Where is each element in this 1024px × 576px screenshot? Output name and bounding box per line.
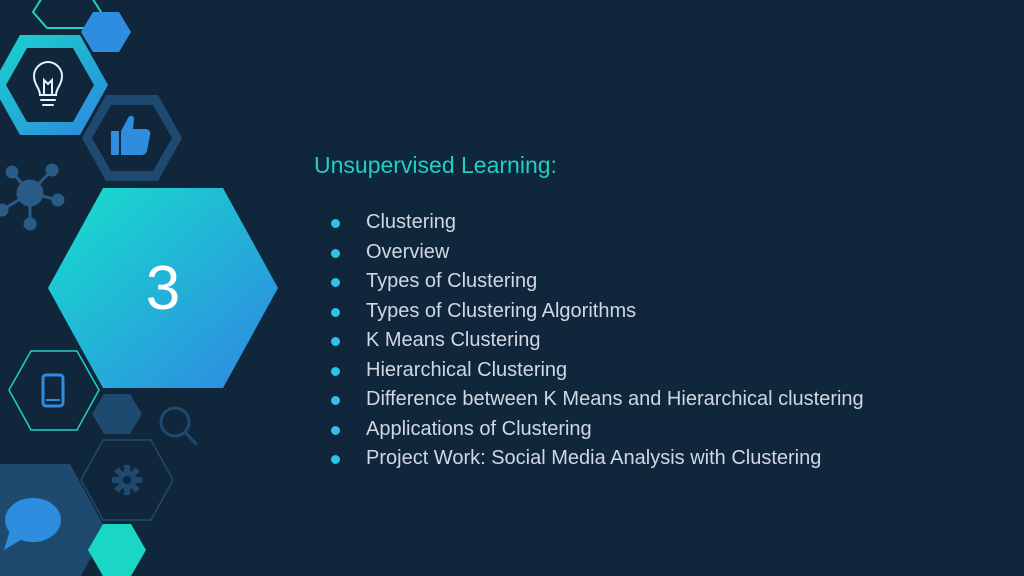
- topic-label: Hierarchical Clustering: [366, 358, 568, 381]
- gear-icon: [112, 465, 142, 495]
- network-icon: [0, 163, 65, 231]
- bullet-icon: [331, 425, 340, 435]
- bullet-icon: [331, 396, 340, 405]
- hexagon-shape: [48, 188, 278, 388]
- topic-label: Overview: [366, 240, 450, 263]
- topic-label: Types of Clustering: [366, 270, 538, 292]
- hexagon-decoration: [0, 0, 198, 576]
- bullet-icon: [331, 366, 340, 376]
- topic-item: Difference between K Means and Hierarchi…: [314, 385, 1004, 415]
- lightbulb-icon: [32, 60, 64, 106]
- section-number: 3: [145, 254, 181, 323]
- hex-teal-bottom: [88, 524, 146, 576]
- topic-label: Project Work: Social Media Analysis with…: [366, 447, 822, 469]
- hex-phone: [8, 350, 100, 431]
- bullet-icon: [331, 337, 340, 346]
- section-title: Unsupervised Learning:: [314, 152, 557, 178]
- topic-label: Types of Clustering Algorithms: [366, 299, 637, 322]
- bullet-icon: [331, 219, 340, 228]
- topic-label: Clustering: [366, 211, 457, 233]
- topic-label: Applications of Clustering: [366, 417, 592, 440]
- bullet-icon: [331, 307, 340, 317]
- topic-item: Types of Clustering Algorithms: [314, 297, 1004, 327]
- hex-solid-dark: [92, 394, 142, 434]
- hex-gear: [80, 439, 174, 521]
- topic-label: Difference between K Means and Hierarchi…: [366, 388, 864, 410]
- topic-label: K Means Clustering: [366, 329, 541, 351]
- bullet-icon: [331, 248, 340, 258]
- topic-list: Clustering Overview Types of Clustering …: [314, 208, 1004, 474]
- section-number-hexagon: 3: [48, 188, 278, 388]
- bullet-icon: [331, 455, 340, 464]
- topic-item: K Means Clustering: [314, 326, 1004, 356]
- topic-item: Hierarchical Clustering: [314, 356, 1004, 386]
- magnifier-icon: [159, 406, 198, 446]
- topic-item: Clustering: [314, 208, 1004, 238]
- hex-lightbulb-inner: [6, 48, 94, 122]
- thumbs-up-icon: [111, 115, 151, 155]
- topic-item: Project Work: Social Media Analysis with…: [314, 444, 1004, 474]
- chat-bubble-icon: [4, 498, 61, 550]
- topic-item: Overview: [314, 238, 1004, 268]
- hex-blue-small: [81, 12, 131, 52]
- mobile-phone-icon: [41, 373, 65, 408]
- topic-item: Applications of Clustering: [314, 415, 1004, 445]
- slide-content: Unsupervised Learning: Clustering Overvi…: [314, 150, 1004, 474]
- bullet-icon: [331, 278, 340, 287]
- topic-item: Types of Clustering: [314, 267, 1004, 297]
